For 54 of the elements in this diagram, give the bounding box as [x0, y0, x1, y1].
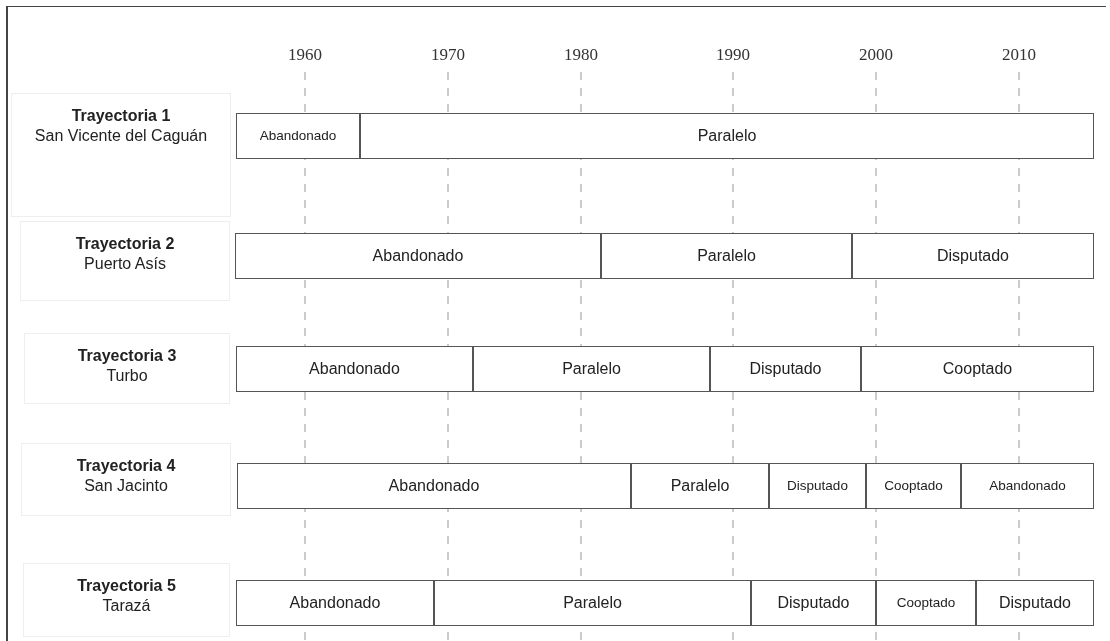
period-box: [601, 233, 852, 279]
period-label: Disputado: [749, 359, 822, 379]
period-label: Abandonado: [372, 246, 464, 266]
year-label: 1980: [564, 44, 598, 66]
period-box: [866, 463, 961, 509]
period-box: [434, 580, 751, 626]
place-name: Tarazá: [102, 596, 151, 616]
period-box: [235, 233, 601, 279]
place-name: San Vicente del Caguán: [34, 126, 208, 146]
period-box: [236, 113, 360, 159]
trajectory-title: Trayectoria 1: [71, 106, 171, 126]
place-name: Puerto Asís: [84, 254, 166, 274]
period-label: Cooptado: [896, 593, 956, 612]
year-label: 2000: [859, 44, 893, 66]
period-label: Cooptado: [884, 476, 943, 495]
year-label: 1970: [431, 44, 465, 66]
period-label: Paralelo: [697, 246, 756, 266]
period-label: Abandonado: [388, 476, 480, 496]
period-box: [861, 346, 1094, 392]
period-box: [710, 346, 861, 392]
place-name: San Jacinto: [84, 476, 168, 496]
trajectory-title: Trayectoria 4: [76, 456, 176, 476]
period-label: Abandonado: [289, 593, 381, 613]
trajectory-title: Trayectoria 3: [77, 346, 177, 366]
period-label: Abandonado: [309, 359, 400, 379]
year-label: 1960: [288, 44, 322, 66]
period-label: Abandonado: [259, 126, 337, 145]
period-label: Paralelo: [562, 359, 621, 379]
period-box: [473, 346, 710, 392]
trajectory-title: Trayectoria 2: [75, 234, 175, 254]
place-name: Turbo: [106, 366, 148, 386]
period-box: [236, 346, 473, 392]
period-label: Disputado: [787, 476, 848, 495]
period-box: [751, 580, 876, 626]
period-box: [237, 463, 631, 509]
period-label: Disputado: [777, 593, 850, 613]
period-box: [961, 463, 1094, 509]
trajectory-title: Trayectoria 5: [77, 576, 176, 596]
period-box: [769, 463, 866, 509]
period-box: [876, 580, 976, 626]
period-label: Paralelo: [670, 476, 730, 496]
year-label: 2010: [1002, 44, 1036, 66]
period-box: [631, 463, 769, 509]
period-label: Paralelo: [697, 126, 757, 146]
period-label: Paralelo: [563, 593, 622, 613]
period-box: [360, 113, 1094, 159]
year-label: 1990: [716, 44, 750, 66]
period-box: [236, 580, 434, 626]
period-label: Cooptado: [942, 359, 1013, 379]
period-label: Disputado: [998, 593, 1071, 613]
period-label: Disputado: [936, 246, 1009, 266]
period-box: [976, 580, 1094, 626]
period-label: Abandonado: [989, 476, 1066, 495]
period-box: [852, 233, 1094, 279]
